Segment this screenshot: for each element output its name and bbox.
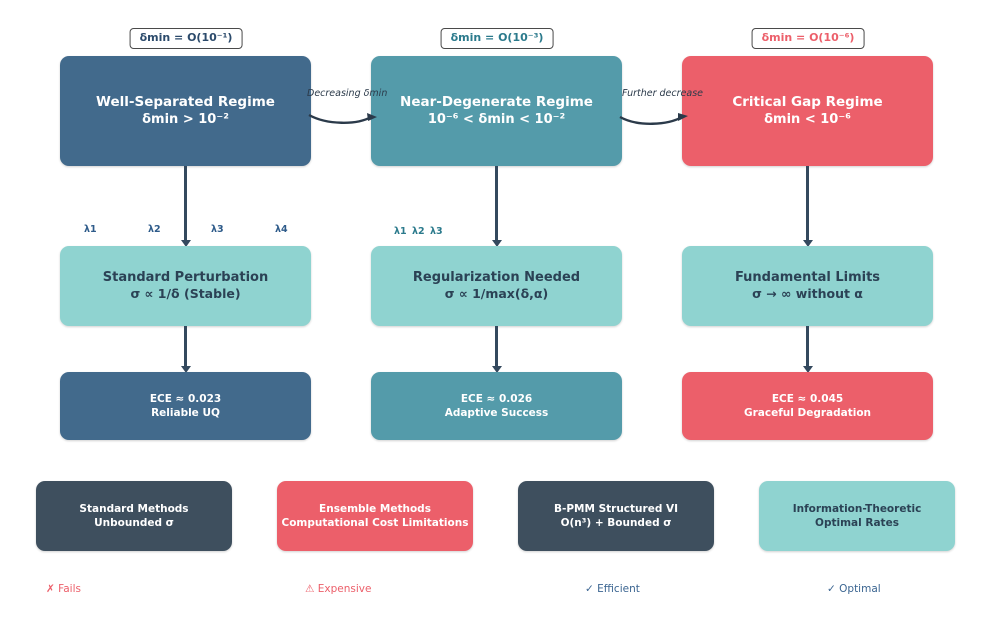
connector-mid-to-ece-3 xyxy=(806,326,809,369)
connector-regime-to-mid-3 xyxy=(806,166,809,244)
regime-title-3: Critical Gap Regime xyxy=(732,94,883,111)
lambda-label-1-3: λ3 xyxy=(211,224,224,235)
badge-label-1: δmin = O(10⁻¹) xyxy=(139,31,233,44)
legend-caption-fails: ✗ Fails xyxy=(46,583,81,595)
badge-delta-order-3: δmin = O(10⁻⁶) xyxy=(751,28,865,50)
flow-label-further-decrease: Further decrease xyxy=(622,88,703,99)
connector-mid-to-ece-2 xyxy=(495,326,498,369)
arrowhead-mid-2 xyxy=(491,240,502,247)
mid-box-standard-perturbation[interactable]: Standard Perturbation σ ∝ 1/δ (Stable) xyxy=(60,246,311,326)
regime-box-critical-gap[interactable]: Critical Gap Regime δmin < 10⁻⁶ xyxy=(682,56,933,166)
connector-mid-to-ece-1 xyxy=(184,326,187,369)
lambda-label-1-4: λ4 xyxy=(275,224,288,235)
ece-label-3: Graceful Degradation xyxy=(743,407,872,419)
legend-title-3: B-PMM Structured VI xyxy=(553,502,679,515)
arrowhead-mid-1 xyxy=(180,240,191,247)
ece-value-3: ECE ≈ 0.045 xyxy=(771,392,844,405)
lambda-label-2-1: λ1 xyxy=(394,226,407,237)
ece-value-2: ECE ≈ 0.026 xyxy=(460,392,533,405)
mid-subtitle-2: σ ∝ 1/max(δ,α) xyxy=(444,286,549,302)
legend-box-ensemble-methods[interactable]: Ensemble Methods Computational Cost Limi… xyxy=(277,481,473,551)
arrowhead-ece-2 xyxy=(491,366,502,373)
mid-title-1: Standard Perturbation xyxy=(102,269,269,285)
regime-subtitle-1: δmin > 10⁻² xyxy=(142,112,229,128)
ece-box-reliable-uq[interactable]: ECE ≈ 0.023 Reliable UQ xyxy=(60,372,311,440)
legend-subtitle-1: Unbounded σ xyxy=(94,517,174,529)
legend-caption-expensive: ⚠ Expensive xyxy=(305,583,372,595)
mid-box-fundamental-limits[interactable]: Fundamental Limits σ → ∞ without α xyxy=(682,246,933,326)
ece-label-1: Reliable UQ xyxy=(151,407,220,419)
flow-arrow-decreasing xyxy=(308,113,377,124)
ece-value-1: ECE ≈ 0.023 xyxy=(149,392,222,405)
regime-box-well-separated[interactable]: Well-Separated Regime δmin > 10⁻² xyxy=(60,56,311,166)
mid-subtitle-3: σ → ∞ without α xyxy=(752,286,863,302)
connector-regime-to-mid-2 xyxy=(495,166,498,244)
arrowhead-mid-3 xyxy=(802,240,813,247)
regime-title-1: Well-Separated Regime xyxy=(96,94,275,111)
legend-box-information-theoretic[interactable]: Information-Theoretic Optimal Rates xyxy=(759,481,955,551)
regime-subtitle-2: 10⁻⁶ < δmin < 10⁻² xyxy=(427,112,566,128)
legend-subtitle-3: O(n³) + Bounded σ xyxy=(560,517,672,529)
legend-title-4: Information-Theoretic xyxy=(792,502,922,515)
lambda-label-1-2: λ2 xyxy=(148,224,161,235)
legend-caption-optimal: ✓ Optimal xyxy=(827,583,881,595)
legend-title-1: Standard Methods xyxy=(79,502,189,515)
badge-label-3: δmin = O(10⁻⁶) xyxy=(761,31,855,44)
mid-box-regularization-needed[interactable]: Regularization Needed σ ∝ 1/max(δ,α) xyxy=(371,246,622,326)
legend-subtitle-4: Optimal Rates xyxy=(815,517,899,529)
regime-box-near-degenerate[interactable]: Near-Degenerate Regime 10⁻⁶ < δmin < 10⁻… xyxy=(371,56,622,166)
mid-title-3: Fundamental Limits xyxy=(734,269,881,285)
arrowhead-ece-1 xyxy=(180,366,191,373)
badge-label-2: δmin = O(10⁻³) xyxy=(450,31,544,44)
badge-delta-order-2: δmin = O(10⁻³) xyxy=(440,28,554,50)
lambda-label-2-2: λ2 xyxy=(412,226,425,237)
lambda-label-2-3: λ3 xyxy=(430,226,443,237)
legend-title-2: Ensemble Methods xyxy=(319,502,431,515)
legend-caption-efficient: ✓ Efficient xyxy=(585,583,640,595)
legend-subtitle-2: Computational Cost Limitations xyxy=(281,517,469,529)
regime-subtitle-3: δmin < 10⁻⁶ xyxy=(764,112,851,128)
arrowhead-ece-3 xyxy=(802,366,813,373)
flow-label-decreasing: Decreasing δmin xyxy=(307,88,388,99)
flow-arrow-further-decrease xyxy=(619,113,688,125)
legend-box-standard-methods[interactable]: Standard Methods Unbounded σ xyxy=(36,481,232,551)
mid-title-2: Regularization Needed xyxy=(412,269,581,285)
badge-delta-order-1: δmin = O(10⁻¹) xyxy=(129,28,243,50)
regime-title-2: Near-Degenerate Regime xyxy=(400,94,593,111)
legend-box-bpmm-structured-vi[interactable]: B-PMM Structured VI O(n³) + Bounded σ xyxy=(518,481,714,551)
ece-box-graceful-degradation[interactable]: ECE ≈ 0.045 Graceful Degradation xyxy=(682,372,933,440)
connector-regime-to-mid-1 xyxy=(184,166,187,244)
lambda-label-1-1: λ1 xyxy=(84,224,97,235)
ece-box-adaptive-success[interactable]: ECE ≈ 0.026 Adaptive Success xyxy=(371,372,622,440)
mid-subtitle-1: σ ∝ 1/δ (Stable) xyxy=(130,286,241,302)
ece-label-2: Adaptive Success xyxy=(444,407,549,419)
